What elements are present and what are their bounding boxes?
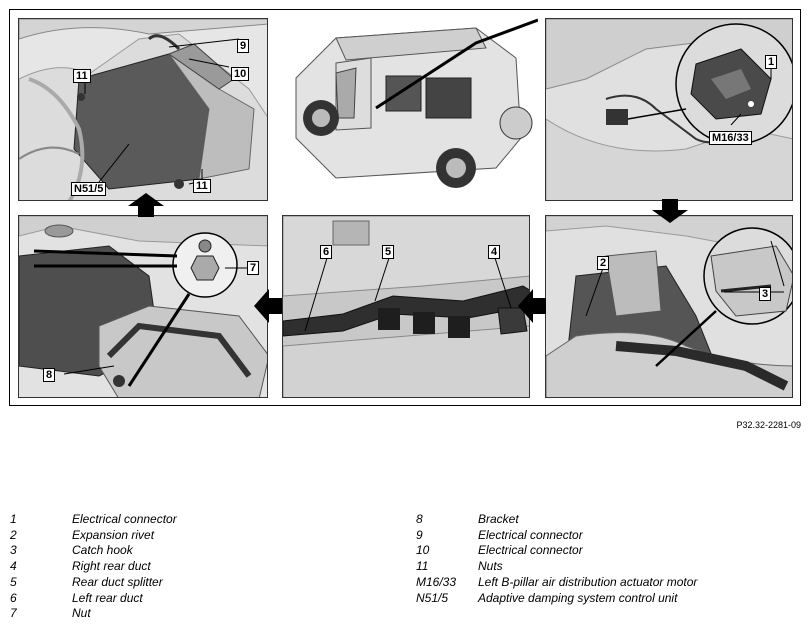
callout-5: 5 [382,245,395,259]
callout-1: 1 [765,55,778,69]
vehicle-illustration [295,18,538,188]
callout-11-bottom: 11 [193,179,211,193]
callout-10: 10 [231,67,250,81]
control-unit-illustration [19,19,267,200]
callout-9: 9 [237,39,250,53]
arrow-up-icon [128,193,164,217]
callout-11-top: 11 [73,69,91,83]
actuator-motor-illustration [546,19,792,200]
rivet-hook-illustration [546,216,792,397]
callout-3: 3 [759,287,772,301]
panel-rivet-hook: 2 3 [545,215,793,398]
ducts-illustration [283,216,529,397]
arrow-down-icon [652,199,688,223]
figure-reference: P32.32-2281-09 [736,420,801,430]
callout-n51-5: N51/5 [71,182,107,196]
panel-ducts: 6 5 4 [282,215,530,398]
callout-2: 2 [597,256,610,270]
arrow-left-icon [518,289,546,323]
nut-bracket-illustration [19,216,267,397]
callout-6: 6 [320,245,333,259]
callout-7: 7 [247,261,260,275]
arrow-left-icon [254,289,282,323]
panel-vehicle [276,18,538,201]
panel-control-unit: 11 9 10 N51/5 11 [18,18,268,201]
diagram-frame: 11 9 10 N51/5 11 [9,9,801,406]
panel-nut-bracket: 7 8 [18,215,268,398]
callout-4: 4 [488,245,501,259]
callout-m16-33: M16/33 [709,131,752,145]
callout-8: 8 [43,368,56,382]
panel-actuator-motor: 1 M16/33 [545,18,793,201]
